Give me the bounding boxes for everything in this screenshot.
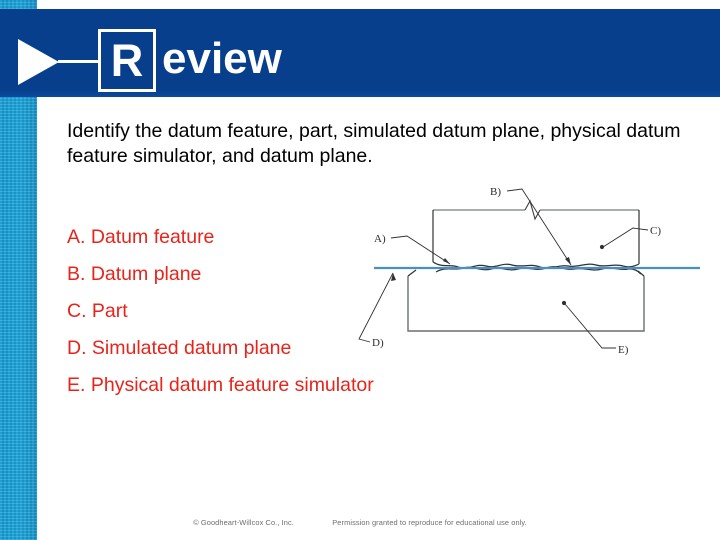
copyright-text: © Goodheart-Willcox Co., Inc. bbox=[193, 518, 294, 527]
list-item: D. Simulated datum plane bbox=[67, 337, 292, 359]
callout-e: E) bbox=[561, 300, 629, 356]
logo-connector-line bbox=[58, 60, 101, 63]
page-title: eview bbox=[162, 34, 282, 83]
datum-feature-simulator-diagram: A) B) C) D) bbox=[350, 176, 710, 366]
lower-block-part bbox=[407, 269, 645, 332]
list-item: C. Part bbox=[67, 300, 128, 322]
upper-block-physical-simulator bbox=[432, 199, 640, 264]
callout-a: A) bbox=[374, 233, 451, 265]
play-triangle-icon bbox=[18, 39, 59, 85]
list-item: B. Datum plane bbox=[67, 263, 202, 285]
datum-feature-symbol-icon: R bbox=[98, 29, 156, 92]
header-banner: R eview bbox=[0, 9, 720, 97]
break-line-zigzag bbox=[524, 199, 541, 221]
callout-d: D) bbox=[358, 272, 396, 349]
svg-text:B): B) bbox=[490, 186, 501, 198]
list-item: A. Datum feature bbox=[67, 226, 215, 248]
permission-text: Permission granted to reproduce for educ… bbox=[332, 518, 527, 527]
options-list: A. Datum feature B. Datum plane C. Part … bbox=[67, 225, 537, 410]
list-item: E. Physical datum feature simulator bbox=[67, 374, 374, 396]
svg-text:A): A) bbox=[374, 233, 386, 245]
svg-text:D): D) bbox=[372, 337, 384, 349]
logo-letter: R bbox=[110, 35, 144, 86]
svg-text:C): C) bbox=[650, 225, 661, 237]
diagram-svg: A) B) C) D) bbox=[358, 186, 700, 356]
callout-c: C) bbox=[599, 225, 661, 250]
footer: © Goodheart-Willcox Co., Inc. Permission… bbox=[0, 518, 720, 527]
svg-text:E): E) bbox=[618, 344, 629, 356]
question-text: Identify the datum feature, part, simula… bbox=[67, 120, 681, 167]
callout-b: B) bbox=[490, 186, 572, 266]
